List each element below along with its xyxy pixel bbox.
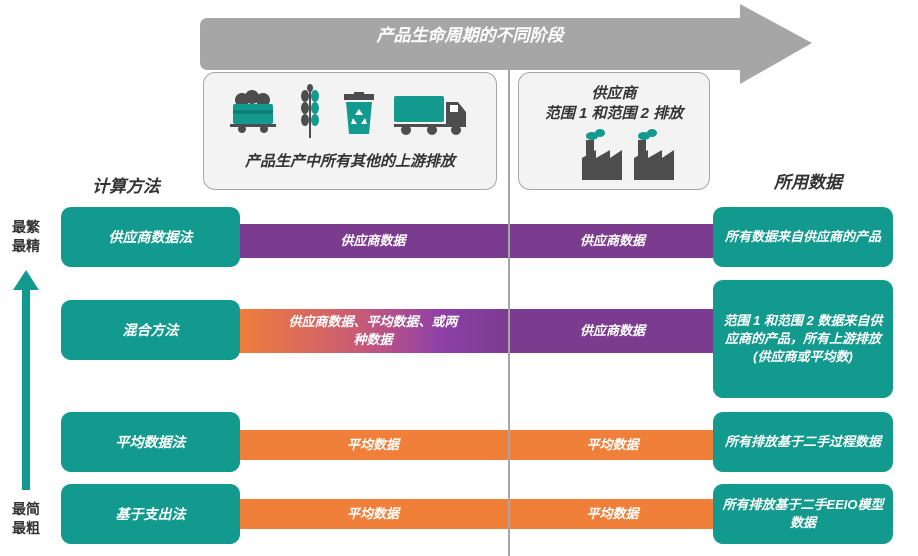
supplier-label: 供应商 (591, 85, 637, 102)
row2-left-bar: 供应商数据、平均数据、或两种数据 (238, 309, 508, 353)
data-eeio-model: 所有排放基于二手EEIO模型数据 (713, 484, 893, 544)
precision-top-line1: 最繁 (12, 219, 40, 235)
row4-left-bar: 平均数据 (238, 499, 508, 529)
method-hybrid: 混合方法 (61, 300, 240, 360)
precision-top-label: 最繁 最精 (8, 218, 44, 256)
method-average-data: 平均数据法 (61, 412, 240, 472)
row2-right-bar: 供应商数据 (510, 309, 715, 353)
factory-icon (582, 129, 622, 180)
method-spend-based: 基于支出法 (61, 484, 240, 544)
row3-right-bar: 平均数据 (510, 430, 715, 460)
precision-top-line2: 最精 (12, 238, 40, 254)
data-hybrid-description: 范围 1 和范围 2 数据来自供应商的产品，所有上游排放(供应商或平均数) (713, 280, 893, 398)
lifecycle-title: 产品生命周期的不同阶段 (376, 26, 564, 45)
precision-arrow (13, 270, 39, 490)
recycle-bin-icon (344, 92, 374, 134)
method-supplier-data: 供应商数据法 (61, 207, 240, 267)
wheat-icon (301, 84, 319, 138)
methods-heading: 计算方法 (92, 177, 160, 196)
data-secondary-process: 所有排放基于二手过程数据 (713, 412, 893, 472)
data-supplier-products: 所有数据来自供应商的产品 (713, 207, 893, 267)
lifecycle-arrow (200, 4, 812, 84)
data-heading: 所用数据 (774, 173, 842, 192)
upstream-emissions-label: 产品生产中所有其他的上游排放 (244, 153, 455, 170)
precision-bottom-line1: 最简 (12, 501, 40, 517)
truck-icon (394, 96, 466, 135)
coal-cart-icon (230, 90, 276, 133)
row4-right-bar: 平均数据 (510, 499, 715, 529)
row1-right-bar: 供应商数据 (510, 224, 715, 258)
stage-divider (508, 62, 510, 556)
precision-bottom-line2: 最粗 (12, 520, 40, 536)
row3-left-bar: 平均数据 (238, 430, 508, 460)
supplier-scope-label: 范围 1 和范围 2 排放 (544, 105, 684, 122)
row1-left-bar: 供应商数据 (238, 224, 508, 258)
factory-icon (634, 129, 674, 180)
precision-bottom-label: 最简 最粗 (8, 500, 44, 538)
